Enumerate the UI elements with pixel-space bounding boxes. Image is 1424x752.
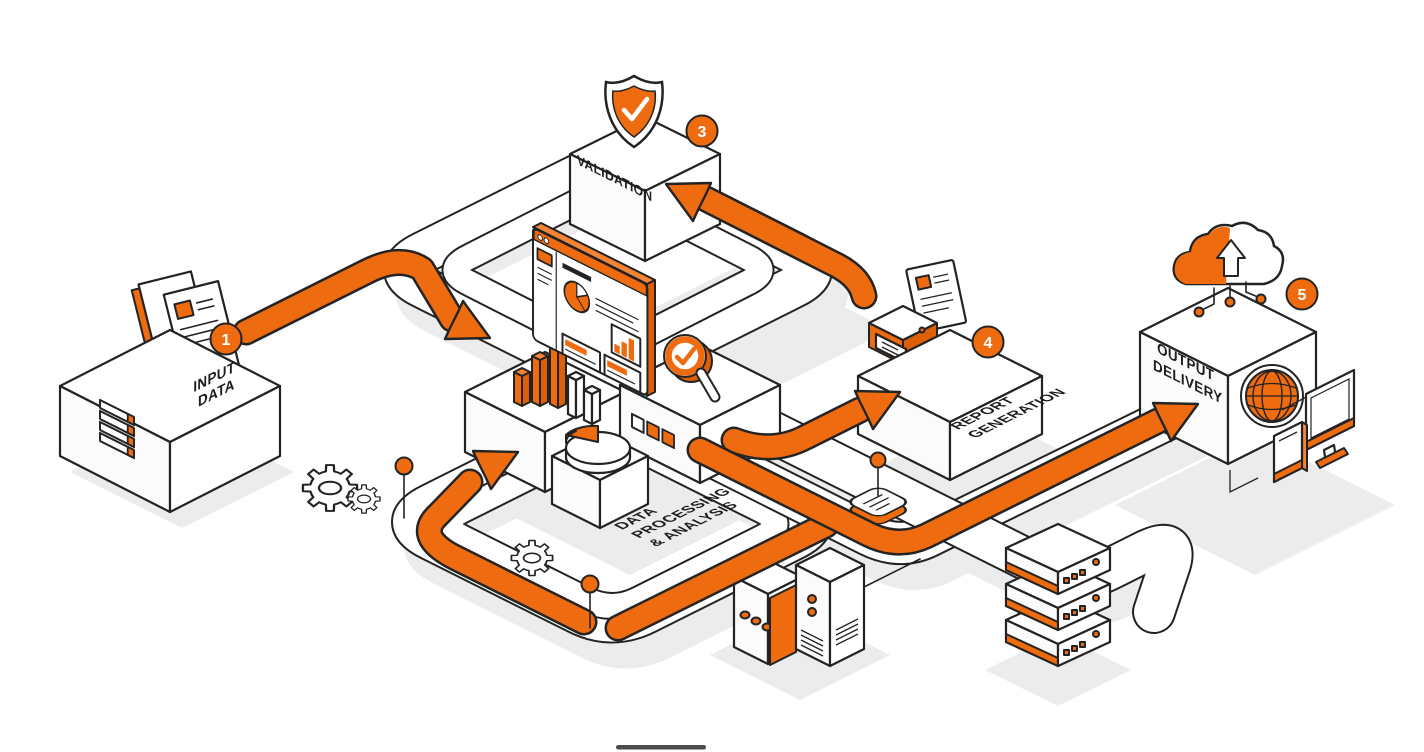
magnifier-check-icon (663, 334, 721, 403)
step-badge-4: 4 (971, 325, 1005, 359)
step-badge-5: 5 (1285, 277, 1319, 311)
gear-icon (301, 464, 359, 512)
step-output-delivery: OUTPUT DELIVERY (1138, 221, 1356, 494)
step-input-data: INPUT DATA (58, 270, 282, 514)
location-pin-icon (580, 574, 600, 629)
pie-chart-icon (564, 424, 632, 475)
step-validation: VALIDATION (568, 74, 722, 263)
bar-chart-3d-icon (513, 337, 602, 426)
badge-number: 1 (222, 332, 231, 349)
step-badge-3: 3 (685, 114, 719, 148)
arrow-loop-to-processing (415, 449, 598, 636)
arrow-processing-to-output (604, 401, 1200, 642)
server-rack-icon (1004, 522, 1112, 668)
step-badge-1: 1 (209, 322, 243, 356)
arrow-processing-to-report (720, 389, 902, 461)
smartphone-icon (1272, 420, 1308, 484)
arrow-input-to-processing (232, 249, 492, 346)
analytics-dashboard (532, 222, 656, 397)
badge-number: 5 (1298, 287, 1307, 304)
arrow-processing-to-validation (664, 181, 878, 310)
gear-icon (347, 484, 381, 514)
badge-number: 4 (984, 335, 993, 352)
globe-icon (1240, 364, 1304, 428)
badge-number: 3 (698, 124, 707, 141)
gear-icon (510, 539, 554, 577)
flow-arrows (232, 181, 1200, 642)
tray-stack-icon (99, 398, 135, 460)
location-pin-icon (394, 456, 414, 519)
server-tower-icon (732, 546, 866, 668)
shield-check-icon (604, 74, 664, 149)
cloud-upload-icon (1172, 221, 1285, 318)
home-indicator (616, 745, 706, 750)
